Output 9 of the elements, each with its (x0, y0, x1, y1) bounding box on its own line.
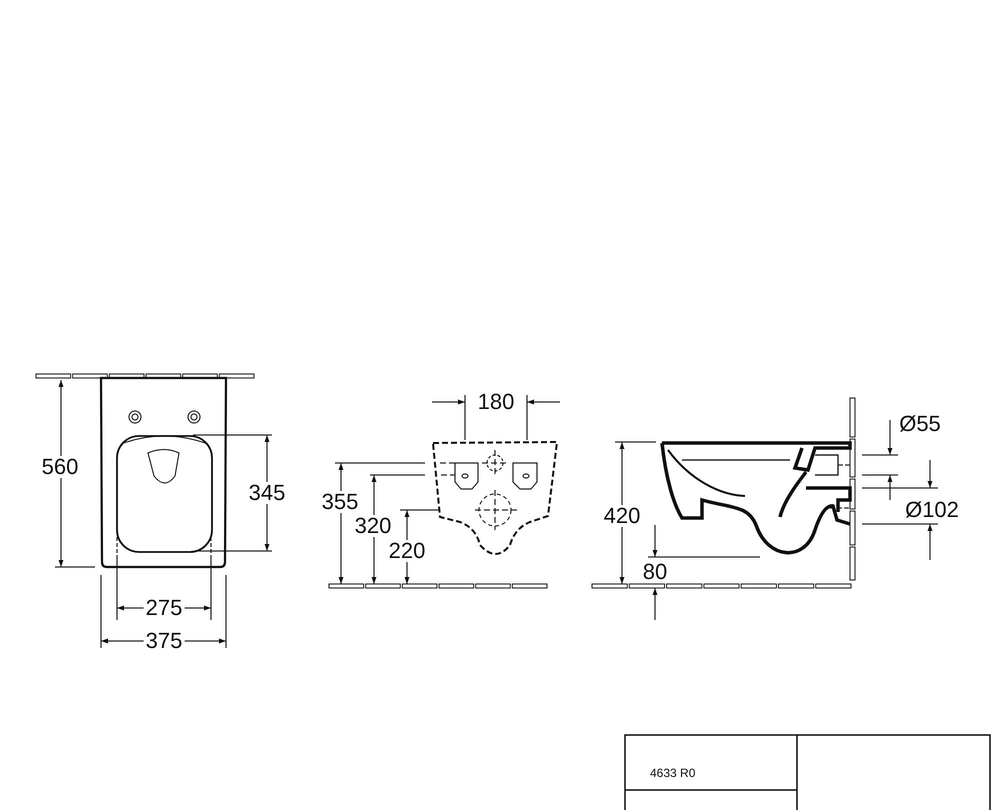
dimension-label: 560 (40, 456, 80, 478)
drawing-number: 4633 R0 (649, 767, 696, 779)
dimension-label: Ø102 (903, 499, 961, 521)
dimension-label: Ø55 (897, 413, 943, 435)
dimension-label: 355 (320, 491, 360, 513)
dimension-label: 345 (246, 482, 288, 504)
dimension-label: 320 (352, 515, 394, 537)
dimension-label: 420 (602, 505, 642, 527)
dimension-label: 220 (386, 540, 428, 562)
